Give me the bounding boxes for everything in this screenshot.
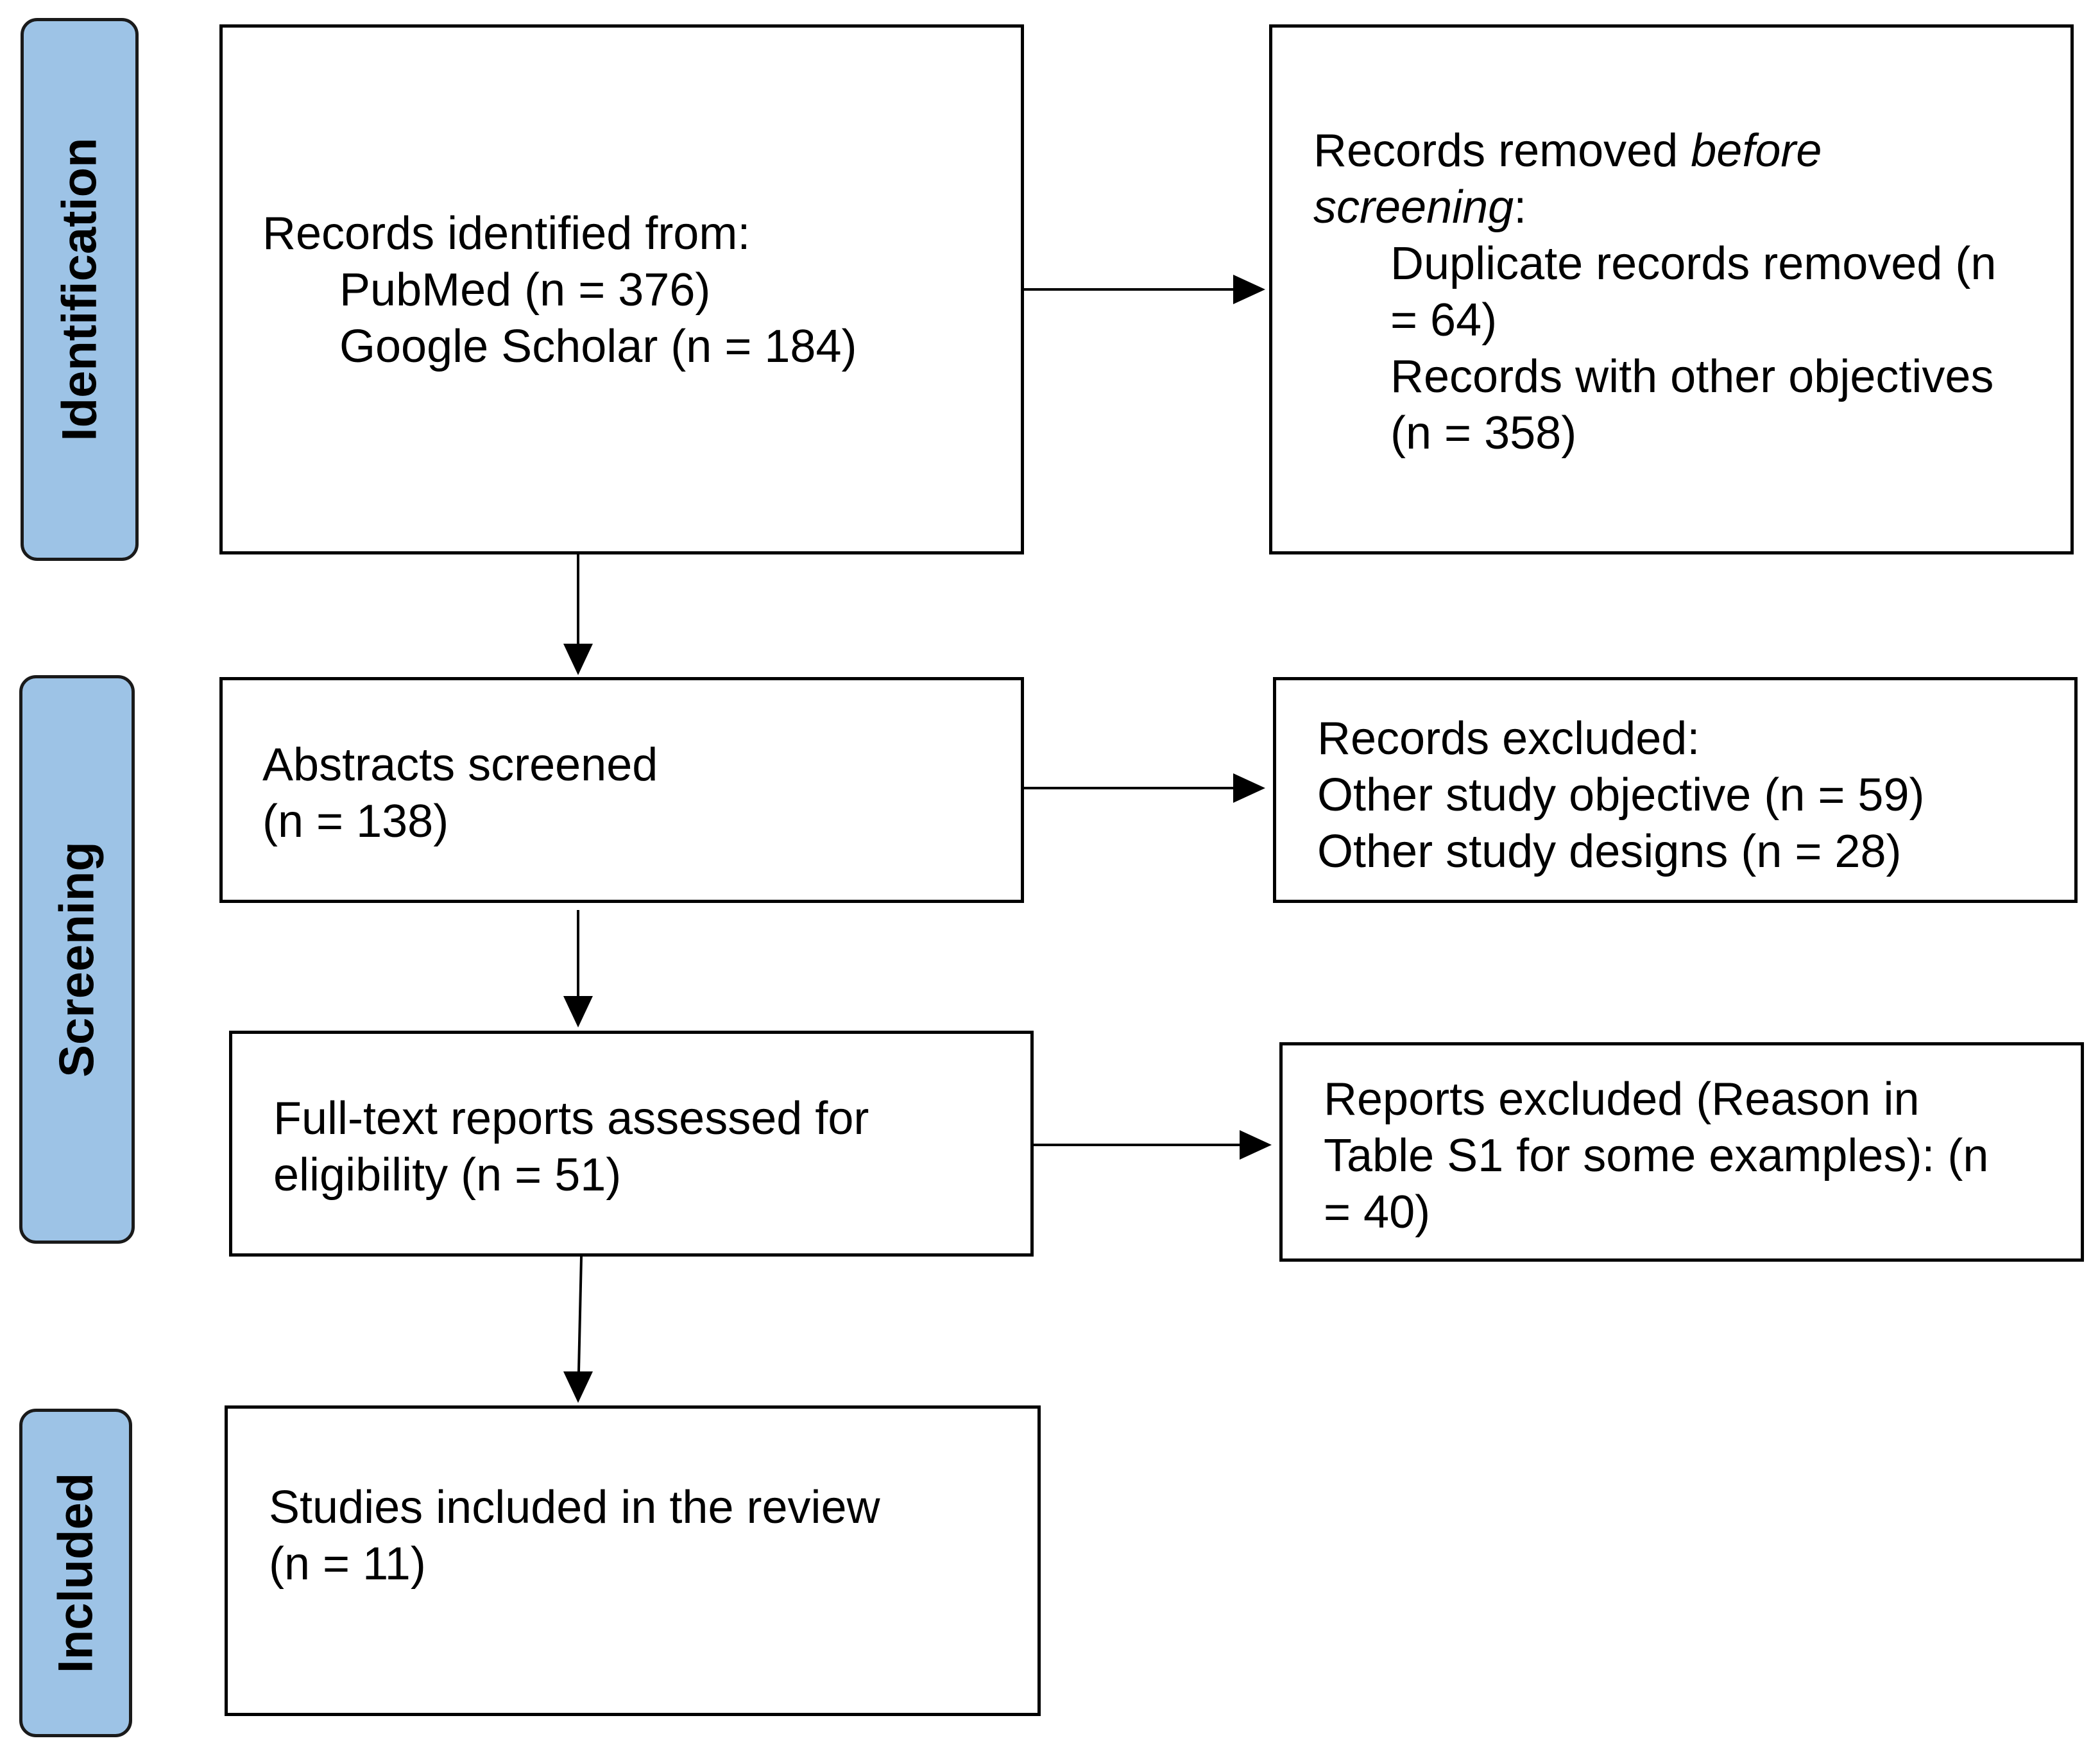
records-identified-heading: Records identified from: (262, 208, 751, 259)
other-objectives-line1: Records with other objectives (1390, 351, 1994, 402)
arrow-fulltext-to-included (577, 1256, 583, 1372)
reports-excluded-line3: = 40) (1324, 1187, 1431, 1238)
reports-excluded-box: Reports excluded (Reason in Table S1 for… (1279, 1042, 2084, 1262)
stage-identification-label: Identification (52, 137, 107, 442)
reports-excluded-line2: Table S1 for some examples): (n (1324, 1130, 1989, 1181)
arrowhead-fulltext-to-reports-excluded (1240, 1130, 1272, 1160)
google-scholar-count: Google Scholar (n = 184) (339, 321, 857, 372)
arrowhead-fulltext-to-included (563, 1371, 593, 1403)
abstracts-screened-box: Abstracts screened (n = 138) (219, 677, 1024, 903)
duplicates-removed-line2: = 64) (1390, 295, 1498, 346)
studies-included-box: Studies included in the review (n = 11) (225, 1405, 1041, 1716)
arrowhead-abstracts-to-fulltext (563, 996, 593, 1027)
pubmed-count: PubMed (n = 376) (339, 264, 711, 316)
records-identified-box: Records identified from: PubMed (n = 376… (219, 24, 1024, 554)
stage-included: Included (19, 1409, 132, 1737)
reports-excluded-line1: Reports excluded (Reason in (1324, 1074, 1920, 1125)
abstracts-screened-line1: Abstracts screened (262, 739, 658, 791)
fulltext-assessed-line1: Full-text reports assessed for (273, 1093, 869, 1144)
arrowhead-abstracts-to-excluded (1233, 773, 1265, 803)
records-removed-heading: Records removed before (1313, 125, 1822, 176)
duplicates-removed-line1: Duplicate records removed (n (1390, 238, 1997, 289)
stage-included-label: Included (48, 1472, 103, 1674)
arrowhead-identified-to-removed (1233, 275, 1265, 304)
abstracts-screened-line2: (n = 138) (262, 796, 449, 847)
fulltext-assessed-line2: eligibility (n = 51) (273, 1149, 622, 1201)
other-objectives-line2: (n = 358) (1390, 408, 1577, 459)
excluded-objective: Other study objective (n = 59) (1317, 769, 1925, 821)
excluded-designs: Other study designs (n = 28) (1317, 826, 1902, 877)
records-excluded-box: Records excluded: Other study objective … (1273, 677, 2078, 903)
records-removed-heading-cont: screening: (1313, 182, 1527, 233)
studies-included-line2: (n = 11) (269, 1538, 426, 1590)
stage-screening-label: Screening (49, 841, 105, 1078)
arrowhead-identified-to-abstracts (563, 644, 593, 675)
fulltext-assessed-box: Full-text reports assessed for eligibili… (229, 1031, 1034, 1257)
records-excluded-heading: Records excluded: (1317, 713, 1700, 764)
studies-included-line1: Studies included in the review (269, 1482, 880, 1533)
stage-identification: Identification (21, 18, 139, 561)
stage-screening: Screening (19, 675, 135, 1244)
records-removed-box: Records removed before screening: Duplic… (1269, 24, 2074, 554)
